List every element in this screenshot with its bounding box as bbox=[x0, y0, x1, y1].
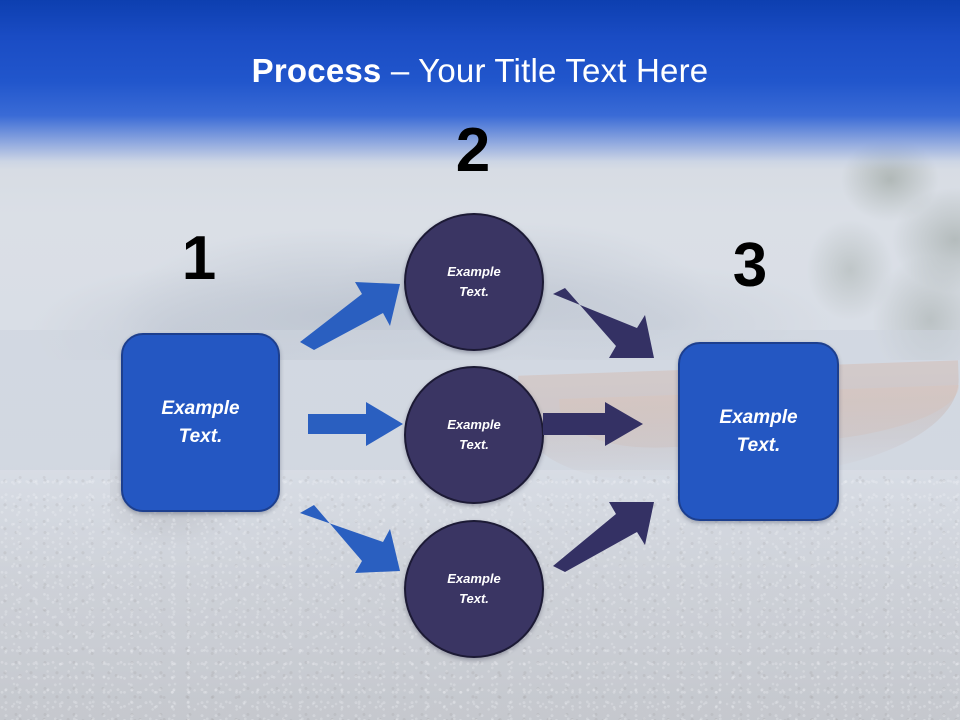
step-2-circle-bottom[interactable]: Example Text. bbox=[404, 520, 544, 658]
step-2-circle-bottom-label: Example Text. bbox=[447, 569, 500, 609]
step-2-circle-top-label: Example Text. bbox=[447, 262, 500, 302]
step-number-1: 1 bbox=[181, 224, 217, 293]
arrow-box1-to-circle-middle-icon bbox=[308, 402, 403, 446]
step-2-circle-bottom-label-line2: Text. bbox=[459, 591, 489, 606]
step-1-box[interactable]: Example Text. bbox=[121, 333, 280, 512]
step-number-3: 3 bbox=[732, 231, 768, 300]
step-2-circle-top-label-line2: Text. bbox=[459, 284, 489, 299]
step-2-circle-top[interactable]: Example Text. bbox=[404, 213, 544, 351]
step-2-circle-middle-label: Example Text. bbox=[447, 415, 500, 455]
arrow-box1-to-circle-bottom-icon bbox=[300, 505, 405, 575]
title-banner bbox=[0, 0, 960, 170]
step-number-2: 2 bbox=[455, 116, 491, 185]
step-2-circle-middle[interactable]: Example Text. bbox=[404, 366, 544, 504]
step-3-box-label-line1: Example bbox=[719, 406, 798, 428]
slide-title: Process – Your Title Text Here bbox=[0, 50, 960, 92]
arrow-circle-bottom-to-box3-icon bbox=[553, 500, 658, 572]
arrow-circle-top-to-box3-icon bbox=[553, 288, 658, 360]
step-2-circle-bottom-label-line1: Example bbox=[447, 571, 501, 586]
arrow-box1-to-circle-top-icon bbox=[300, 280, 405, 350]
step-1-box-label: Example Text. bbox=[161, 395, 239, 451]
step-2-circle-middle-label-line2: Text. bbox=[459, 437, 489, 452]
step-3-box-label: Example Text. bbox=[719, 404, 797, 460]
slide-title-rest: – Your Title Text Here bbox=[381, 52, 709, 89]
slide-title-strong: Process bbox=[251, 52, 382, 89]
step-1-box-label-line2: Text. bbox=[178, 425, 223, 447]
arrow-circle-middle-to-box3-icon bbox=[543, 402, 643, 446]
step-2-circle-top-label-line1: Example bbox=[447, 264, 501, 279]
step-3-box[interactable]: Example Text. bbox=[678, 342, 839, 521]
step-3-box-label-line2: Text. bbox=[736, 434, 781, 456]
step-2-circle-middle-label-line1: Example bbox=[447, 417, 501, 432]
step-1-box-label-line1: Example bbox=[161, 397, 240, 419]
